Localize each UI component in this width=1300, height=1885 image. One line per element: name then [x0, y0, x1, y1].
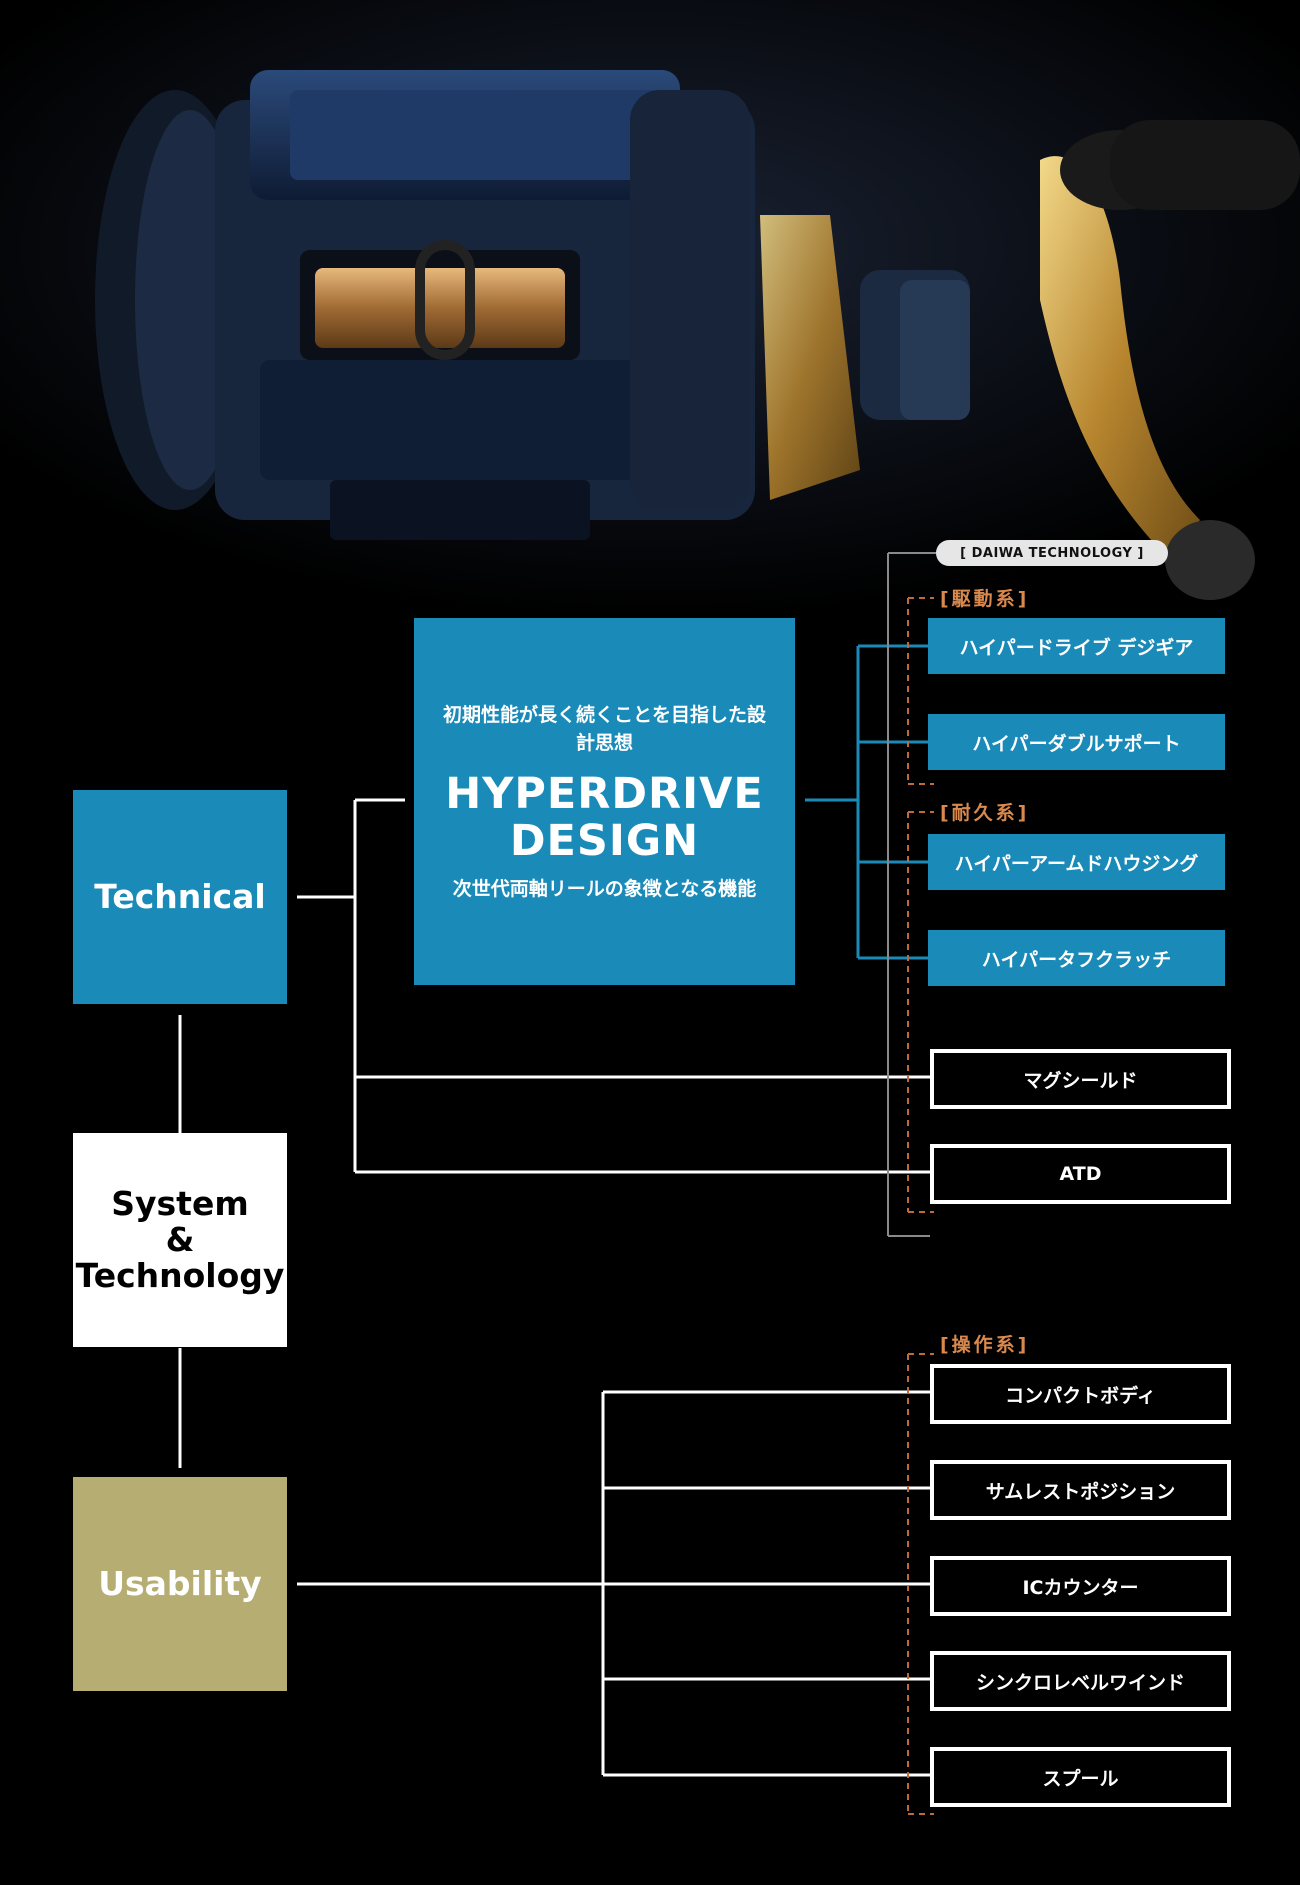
daiwa-technology-badge: [ DAIWA TECHNOLOGY ] — [936, 540, 1168, 566]
hyperdrive-subtitle: 初期性能が長く続くことを目指した設計思想 — [442, 703, 766, 754]
reel-product-image — [0, 0, 1300, 620]
feature-synchro-level-wind: シンクロレベルワインド — [930, 1651, 1231, 1711]
category-system-line1: System — [111, 1184, 249, 1223]
category-usability: Usability — [73, 1477, 287, 1691]
group-label-operation: [操作系] — [940, 1334, 1030, 1356]
category-technical: Technical — [73, 790, 287, 1004]
feature-atd: ATD — [930, 1144, 1231, 1204]
feature-hyper-armed-housing: ハイパーアームドハウジング — [928, 834, 1225, 890]
feature-thumbrest-position: サムレストポジション — [930, 1460, 1231, 1520]
feature-compact-body: コンパクトボディ — [930, 1364, 1231, 1424]
category-system-line3: Technology — [75, 1256, 285, 1295]
group-label-durability: [耐久系] — [940, 802, 1030, 824]
category-usability-label: Usability — [98, 1564, 262, 1603]
hyperdrive-design-box: 初期性能が長く続くことを目指した設計思想 HYPERDRIVE DESIGN 次… — [414, 618, 795, 985]
hyperdrive-title: HYPERDRIVE DESIGN — [445, 768, 764, 866]
feature-spool: スプール — [930, 1747, 1231, 1807]
feature-ic-counter: ICカウンター — [930, 1556, 1231, 1616]
category-system-technology: System & Technology — [73, 1133, 287, 1347]
feature-magsealed: マグシールド — [930, 1049, 1231, 1109]
group-label-drive: [駆動系] — [940, 588, 1030, 610]
feature-hyper-double-support: ハイパーダブルサポート — [928, 714, 1225, 770]
feature-hyper-drive-digigear: ハイパードライブ デジギア — [928, 618, 1225, 674]
category-technical-label: Technical — [94, 877, 266, 916]
category-system-line2: & — [165, 1220, 195, 1259]
feature-hyper-tough-clutch: ハイパータフクラッチ — [928, 930, 1225, 986]
hyperdrive-caption: 次世代両軸リールの象徴となる機能 — [452, 877, 757, 900]
